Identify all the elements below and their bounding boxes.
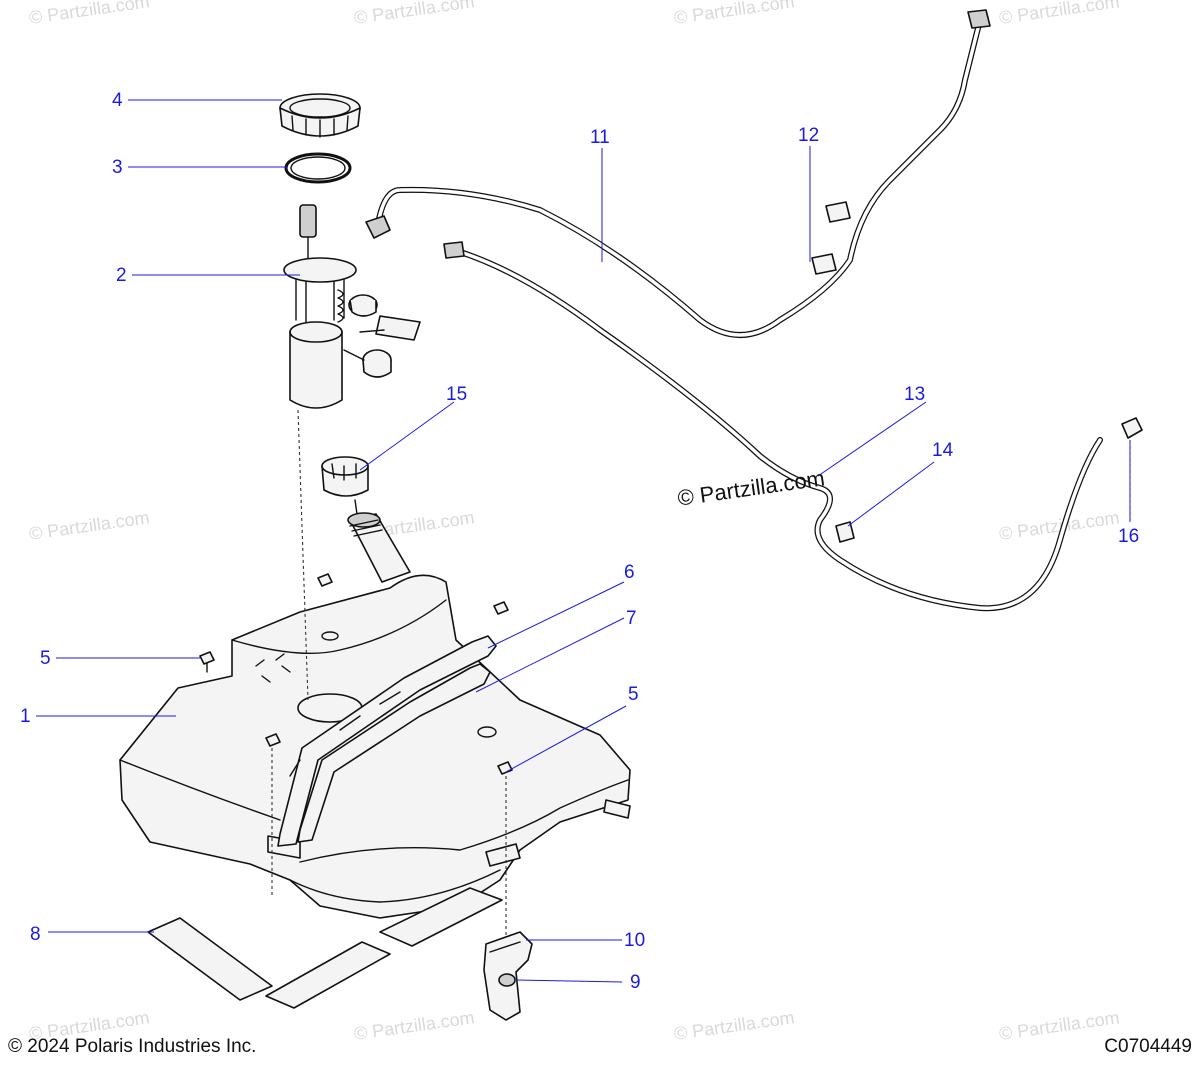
watermark-layer: © Partzilla.com © Partzilla.com © Partzi… — [28, 0, 1121, 1044]
callout-10[interactable]: 10 — [624, 930, 645, 951]
tank-pad[interactable] — [147, 887, 503, 1009]
drawing-code: C0704449 — [1104, 1036, 1192, 1057]
watermark: © Partzilla.com — [353, 1007, 476, 1044]
watermark: © Partzilla.com — [998, 1007, 1121, 1044]
fuel-line-lower[interactable] — [443, 241, 1103, 612]
callout-14[interactable]: 14 — [932, 440, 954, 461]
watermark: © Partzilla.com — [673, 0, 796, 28]
watermark: © Partzilla.com — [673, 1007, 796, 1044]
lock-ring[interactable] — [279, 93, 361, 138]
fuel-cap[interactable] — [321, 456, 369, 515]
callout-16[interactable]: 16 — [1118, 526, 1139, 547]
fuel-line-upper[interactable] — [365, 9, 991, 338]
watermark: © Partzilla.com — [28, 507, 151, 544]
callout-1[interactable]: 1 — [20, 706, 31, 727]
line-clip[interactable] — [811, 201, 851, 275]
callout-13[interactable]: 13 — [904, 384, 925, 405]
callout-11[interactable]: 11 — [590, 127, 610, 148]
bolt[interactable] — [265, 733, 281, 747]
callout-8[interactable]: 8 — [30, 924, 41, 945]
hose-clamp[interactable] — [835, 521, 855, 543]
callout-6[interactable]: 6 — [624, 562, 635, 583]
callout-5[interactable]: 5 — [628, 684, 639, 705]
callout-12[interactable]: 12 — [798, 125, 819, 146]
tank-strap[interactable] — [277, 635, 497, 847]
bolt[interactable] — [199, 651, 215, 673]
leader-lines — [36, 99, 1131, 983]
strap-inner[interactable] — [297, 663, 491, 843]
watermark: © Partzilla.com — [998, 0, 1121, 28]
callout-2[interactable]: 2 — [116, 265, 127, 286]
fuel-pump-assembly[interactable] — [283, 204, 421, 409]
callout-9[interactable]: 9 — [630, 972, 641, 993]
nut[interactable] — [498, 973, 516, 987]
watermark: © Partzilla.com — [353, 0, 476, 28]
callout-5[interactable]: 5 — [40, 648, 51, 669]
filler-neck — [347, 512, 411, 583]
callout-15[interactable]: 15 — [446, 384, 467, 405]
callout-4[interactable]: 4 — [112, 90, 123, 111]
fuel-tank[interactable] — [119, 574, 631, 919]
watermark: © Partzilla.com — [28, 0, 151, 28]
copyright-text: © 2024 Polaris Industries Inc. — [8, 1036, 257, 1057]
line-fitting[interactable] — [1121, 417, 1143, 439]
seal-ring[interactable] — [284, 152, 352, 184]
bolt[interactable] — [317, 573, 333, 587]
bolt[interactable] — [493, 601, 509, 615]
callout-3[interactable]: 3 — [112, 157, 123, 178]
callout-7[interactable]: 7 — [626, 608, 637, 629]
callouts: 4 3 2 1 5 5 6 7 8 9 10 11 12 13 14 15 16 — [20, 90, 1139, 993]
